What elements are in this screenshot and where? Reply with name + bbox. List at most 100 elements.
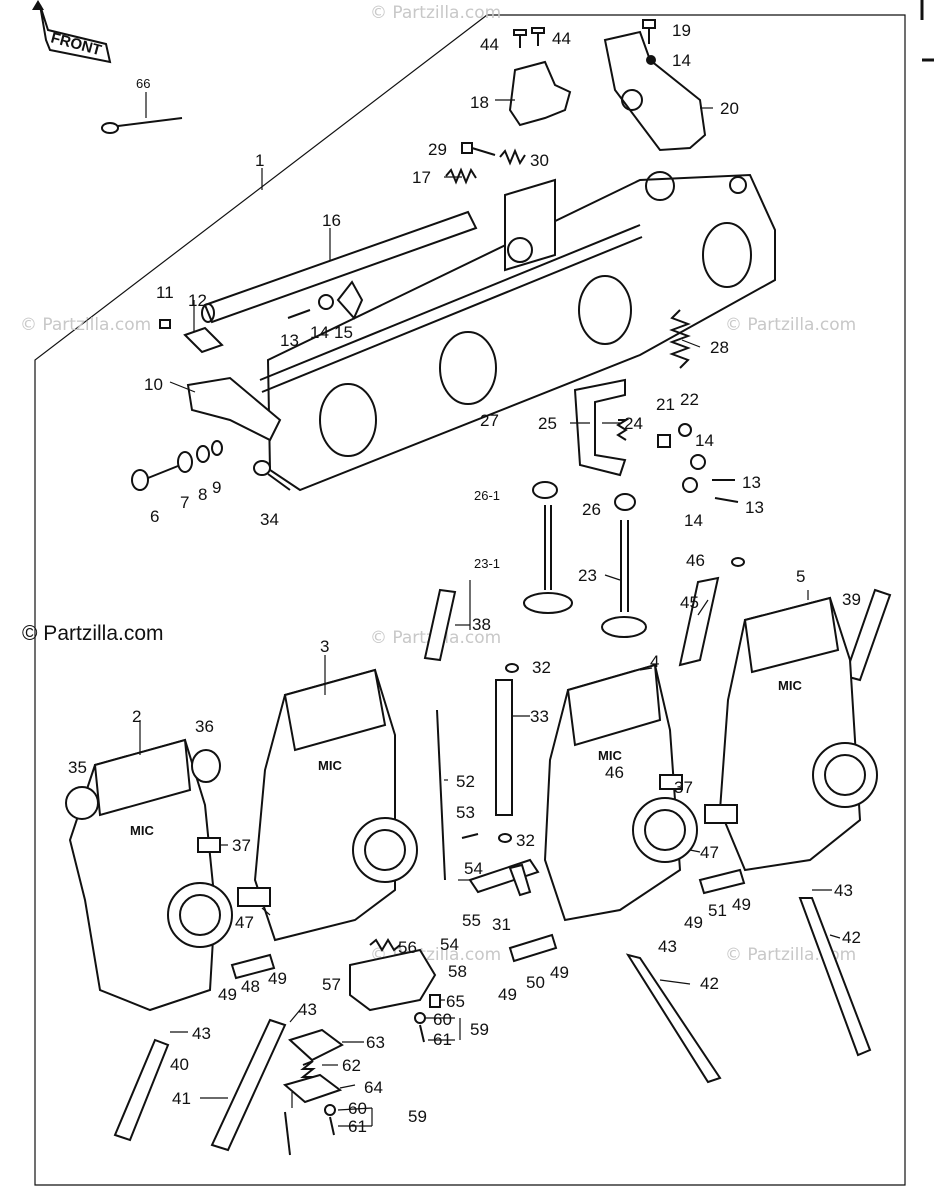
part-13-screw — [714, 497, 739, 503]
watermark-main: © Partzilla.com — [22, 622, 164, 645]
callout: 65 — [446, 992, 465, 1011]
part-31-t-joint-branch — [508, 863, 532, 897]
callout: 59 — [408, 1107, 427, 1126]
carb-mark: MIC — [130, 823, 154, 838]
part-10-lever — [186, 376, 282, 442]
callout: 16 — [322, 211, 341, 230]
callout: 12 — [188, 291, 207, 310]
callout: 49 — [732, 895, 751, 914]
callout: 47 — [235, 913, 254, 932]
callout: 32 — [516, 831, 535, 850]
part-57-cover — [349, 948, 437, 1012]
callout: 43 — [298, 1000, 317, 1019]
callout: 62 — [342, 1056, 361, 1075]
callout: 45 — [680, 593, 699, 612]
callout: 37 — [232, 836, 251, 855]
part-34-screw — [253, 460, 291, 491]
carburetor-2: MIC — [68, 738, 233, 1012]
part-11-screw — [159, 319, 171, 329]
callout: 49 — [684, 913, 703, 932]
callout: 26 — [582, 500, 601, 519]
callout: 49 — [218, 985, 237, 1004]
callout: 8 — [198, 485, 207, 504]
callout: 25 — [538, 414, 557, 433]
part-63-plate — [288, 1028, 344, 1062]
part-6-screw — [131, 465, 179, 491]
callout: 66 — [136, 76, 150, 91]
part-56-spring — [369, 938, 401, 952]
callout: 20 — [720, 99, 739, 118]
part-48-tube — [230, 953, 276, 980]
callout: 19 — [672, 21, 691, 40]
part-66-clip — [101, 117, 183, 134]
callout: 32 — [532, 658, 551, 677]
part-24-spring — [616, 419, 630, 441]
callout: 13 — [742, 473, 761, 492]
part-36-cap — [191, 749, 221, 783]
part-41-hose — [210, 1018, 287, 1152]
callout: 18 — [470, 93, 489, 112]
part-42-hose — [798, 897, 872, 1057]
callout: 23 — [578, 566, 597, 585]
part-37-plug — [197, 837, 221, 853]
part-25-bracket — [573, 378, 627, 477]
part-7-spring — [177, 451, 193, 473]
part-42-hose — [625, 953, 722, 1084]
callout: 4 — [650, 652, 659, 671]
callout: 43 — [658, 937, 677, 956]
leader-lines — [139, 92, 841, 1127]
part-53-screw — [461, 833, 479, 839]
part-35-cap — [65, 786, 99, 820]
part-16-shaft — [201, 210, 478, 324]
part-23-1-adjuster — [523, 505, 573, 614]
part-22-nut — [678, 423, 692, 437]
callout: 61 — [348, 1117, 367, 1136]
part-61-screw — [419, 1024, 425, 1043]
callout: 21 — [656, 395, 675, 414]
callout: 51 — [708, 901, 727, 920]
callout: 57 — [322, 975, 341, 994]
callout: 54 — [440, 935, 459, 954]
part-27-holder-plate — [266, 171, 776, 492]
part-39-hose — [843, 588, 892, 682]
part-32-clip — [505, 663, 519, 673]
callout: 22 — [680, 390, 699, 409]
callout: 59 — [470, 1020, 489, 1039]
callout: 14 — [684, 511, 703, 530]
callout: 61 — [433, 1030, 452, 1049]
callout: 10 — [144, 375, 163, 394]
part-52-needle — [436, 709, 446, 881]
callout: 44 — [552, 29, 571, 48]
callout: 17 — [412, 168, 431, 187]
callout: 13 — [280, 331, 299, 350]
part-61-screw — [329, 1116, 335, 1136]
callout: 14 — [672, 51, 691, 70]
callout: 37 — [674, 778, 693, 797]
callout: 54 — [464, 859, 483, 878]
callout: 49 — [550, 963, 569, 982]
callout: 50 — [526, 973, 545, 992]
part-47-fitting — [237, 887, 271, 907]
callout: 46 — [605, 763, 624, 782]
callout: 42 — [842, 928, 861, 947]
part-12-plate — [183, 326, 224, 354]
carburetor-3: MIC — [253, 668, 418, 942]
callout: 31 — [492, 915, 511, 934]
part-60-washer — [324, 1104, 336, 1116]
part-screw — [284, 1111, 291, 1156]
part-14-nut — [682, 477, 698, 493]
part-29-screw — [461, 142, 496, 156]
callout: 29 — [428, 140, 447, 159]
callout: 41 — [172, 1089, 191, 1108]
part-8-washer — [196, 445, 210, 463]
carburetor-4: MIC — [543, 663, 698, 922]
carburetor-5: MIC — [718, 596, 878, 872]
part-28-spring — [669, 309, 691, 369]
part-lower-rod — [259, 224, 643, 393]
part-19-bolt — [642, 19, 656, 44]
part-15-link — [336, 280, 364, 320]
part-47-fitting — [704, 804, 738, 824]
part-38-hose — [423, 588, 457, 662]
callout: 63 — [366, 1033, 385, 1052]
